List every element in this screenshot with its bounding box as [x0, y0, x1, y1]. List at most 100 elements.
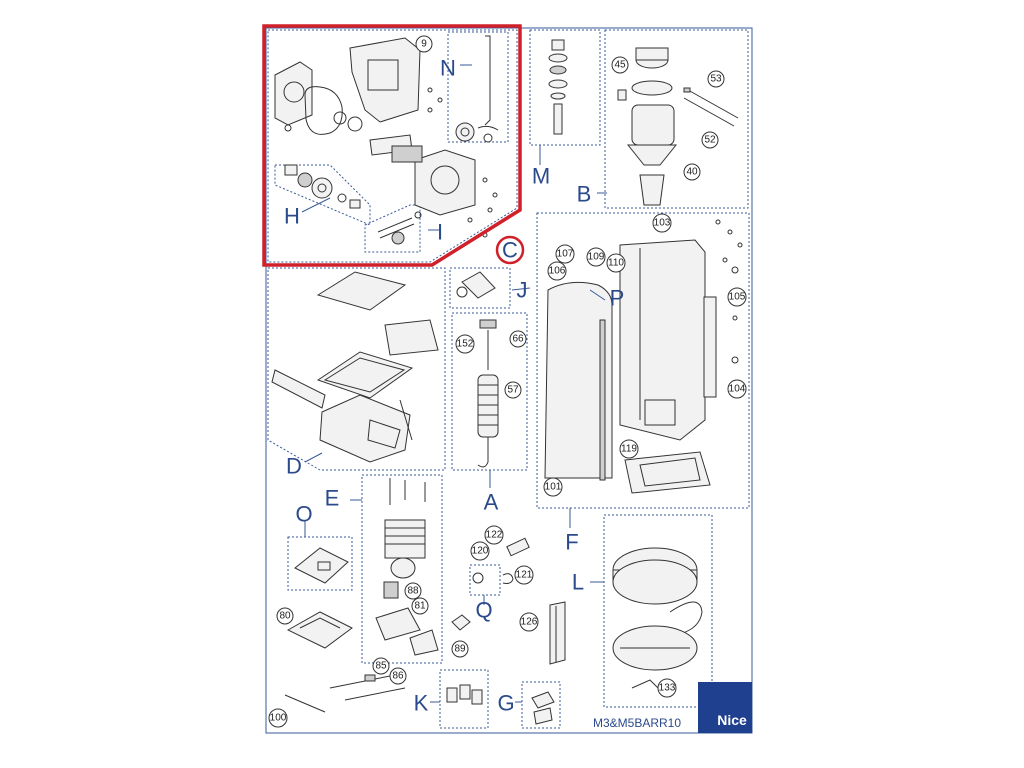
- svg-text:121: 121: [516, 570, 533, 581]
- model-code: M3&M5BARR10: [593, 716, 681, 730]
- letter-P: P: [610, 286, 625, 311]
- part-bubble-40: 40: [683, 163, 701, 181]
- part-bubble-104: 104: [727, 379, 747, 399]
- motor-assembly: [617, 47, 739, 206]
- part-bubble-107: 107: [555, 244, 575, 264]
- letter-O: O: [295, 502, 312, 527]
- svg-text:40: 40: [686, 167, 698, 178]
- group-boundary-J: [449, 267, 511, 309]
- group-boundary-D: [267, 267, 446, 471]
- svg-text:57: 57: [507, 385, 519, 396]
- group-boundary-H: [274, 164, 371, 226]
- part-bubble-86: 86: [389, 667, 407, 685]
- pin-assembly: [472, 537, 530, 584]
- part-bubble-80: 80: [276, 607, 294, 625]
- base-tray: [286, 611, 353, 649]
- part-bubble-152: 152: [455, 334, 475, 354]
- group-boundary-G: [521, 681, 561, 729]
- brand-logo-text: Nice: [717, 712, 747, 728]
- cable-set: [284, 674, 406, 713]
- part-bubble-105: 105: [727, 287, 747, 307]
- part-bubble-53: 53: [707, 70, 725, 88]
- group-boundary-K: [439, 669, 489, 729]
- connector-set: [446, 684, 483, 705]
- part-bubble-119: 119: [619, 439, 639, 459]
- part-bubble-88: 88: [404, 582, 422, 600]
- shaft-stack: [548, 39, 568, 135]
- group-boundary-L: [603, 514, 713, 708]
- letter-H: H: [284, 204, 300, 229]
- gear-parts: [284, 164, 361, 209]
- letter-J: J: [517, 278, 528, 303]
- svg-text:66: 66: [512, 334, 524, 345]
- part-bubble-121: 121: [514, 565, 534, 585]
- letter-A: A: [484, 490, 499, 515]
- part-bubble-9: 9: [415, 35, 433, 53]
- control-board: [294, 547, 349, 584]
- svg-text:104: 104: [729, 384, 746, 395]
- part-bubble-57: 57: [504, 381, 522, 399]
- brand-logo: [698, 682, 752, 733]
- svg-text:103: 103: [654, 218, 671, 229]
- motor-frame-assembly: [274, 37, 498, 238]
- svg-text:107: 107: [557, 249, 574, 260]
- letter-C: C: [502, 238, 518, 263]
- svg-text:45: 45: [614, 60, 626, 71]
- svg-text:86: 86: [392, 671, 404, 682]
- svg-text:133: 133: [659, 683, 676, 694]
- group-boundary-Q: [469, 564, 501, 596]
- clip-set: [531, 691, 555, 725]
- letter-I: I: [437, 220, 443, 245]
- outer-frame: [265, 27, 753, 734]
- part-bubble-106: 106: [547, 261, 567, 281]
- letter-B: B: [577, 182, 592, 207]
- part-bubble-109: 109: [586, 247, 606, 267]
- part-bubble-103: 103: [652, 213, 672, 233]
- part-bubble-66: 66: [509, 330, 527, 348]
- letter-M: M: [532, 164, 550, 189]
- svg-text:53: 53: [710, 74, 722, 85]
- group-boundary-M: [529, 29, 601, 146]
- letter-L: L: [572, 570, 584, 595]
- svg-text:109: 109: [588, 252, 605, 263]
- spring-assembly: [477, 319, 499, 468]
- group-boundary-F: [536, 212, 750, 509]
- svg-text:122: 122: [486, 530, 503, 541]
- svg-text:88: 88: [407, 586, 419, 597]
- letter-K: K: [414, 691, 429, 716]
- svg-text:52: 52: [704, 135, 716, 146]
- group-boundary-N: [447, 31, 509, 143]
- letter-D: D: [286, 454, 302, 479]
- part-bubble-133: 133: [657, 678, 677, 698]
- bracket-part: [456, 271, 496, 299]
- letter-G: G: [497, 691, 514, 716]
- post-profile: [549, 601, 566, 665]
- svg-text:100: 100: [270, 713, 287, 724]
- part-bubble-81: 81: [411, 597, 429, 615]
- svg-text:120: 120: [472, 546, 489, 557]
- cover-assembly: [271, 271, 439, 463]
- svg-text:106: 106: [549, 266, 566, 277]
- svg-text:119: 119: [621, 444, 637, 455]
- highlight-ring-C: [495, 235, 525, 265]
- group-boundary-O: [287, 536, 353, 591]
- svg-text:80: 80: [279, 611, 291, 622]
- shaft-parts: [377, 211, 422, 245]
- group-boundary-B: [604, 29, 749, 209]
- part-bubble-52: 52: [701, 131, 719, 149]
- group-boundary-I: [364, 204, 421, 253]
- svg-text:89: 89: [454, 644, 466, 655]
- cabinet-body: [544, 219, 743, 494]
- release-lever-parts: [455, 35, 499, 143]
- letter-Q: Q: [475, 598, 492, 623]
- part-bubble-89: 89: [451, 640, 469, 658]
- svg-text:81: 81: [414, 601, 426, 612]
- svg-text:152: 152: [457, 339, 474, 350]
- letter-F: F: [565, 530, 578, 555]
- electronics-assembly: [375, 478, 439, 656]
- part-bubble-126: 126: [519, 612, 539, 632]
- svg-text:126: 126: [521, 617, 538, 628]
- group-boundary-E: [361, 474, 443, 664]
- part-bubble-85: 85: [372, 657, 390, 675]
- letter-N: N: [440, 56, 456, 81]
